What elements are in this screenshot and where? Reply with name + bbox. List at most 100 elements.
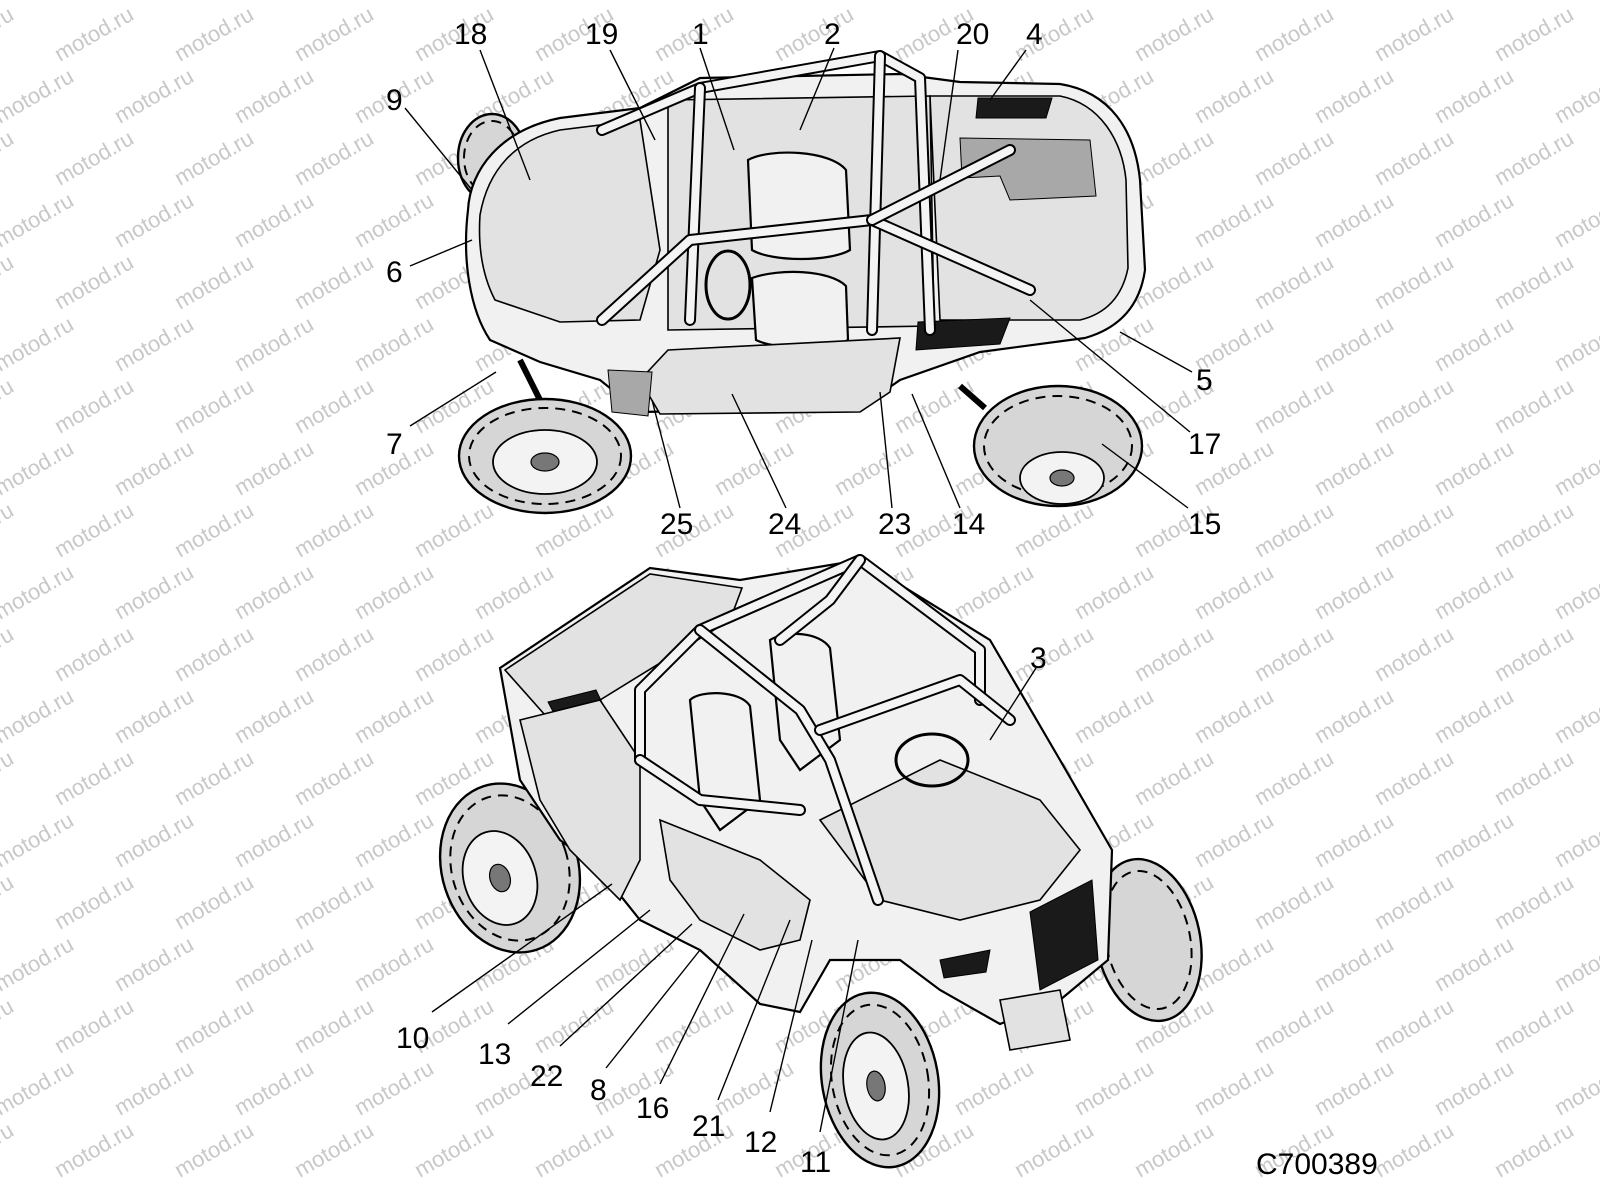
watermark: motod.ru — [1250, 125, 1338, 190]
callout-24: 24 — [768, 508, 801, 541]
callout-2: 2 — [824, 18, 841, 51]
watermark: motod.ru — [1370, 497, 1458, 562]
watermark: motod.ru — [0, 125, 18, 190]
watermark: motod.ru — [890, 373, 978, 438]
watermark: motod.ru — [1550, 311, 1600, 376]
watermark: motod.ru — [350, 187, 438, 252]
watermark: motod.ru — [1250, 621, 1338, 686]
callout-8: 8 — [590, 1074, 607, 1107]
callout-15: 15 — [1188, 508, 1221, 541]
watermark: motod.ru — [0, 559, 78, 624]
watermark: motod.ru — [1490, 869, 1578, 934]
top-side-decal — [915, 317, 1011, 351]
watermark: motod.ru — [50, 869, 138, 934]
watermark: motod.ru — [830, 435, 918, 500]
watermark: motod.ru — [1490, 1, 1578, 66]
watermark: motod.ru — [1310, 931, 1398, 996]
watermark: motod.ru — [110, 683, 198, 748]
watermark: motod.ru — [170, 1, 258, 66]
watermark: motod.ru — [410, 1117, 498, 1182]
callout-21: 21 — [692, 1110, 725, 1143]
watermark: motod.ru — [1010, 1, 1098, 66]
callout-18: 18 — [454, 18, 487, 51]
watermark: motod.ru — [710, 435, 798, 500]
watermark: motod.ru — [170, 125, 258, 190]
watermark: motod.ru — [410, 497, 498, 562]
watermark: motod.ru — [1370, 869, 1458, 934]
watermark: motod.ru — [230, 63, 318, 128]
watermark: motod.ru — [1070, 1055, 1158, 1120]
tire-top-front — [457, 397, 633, 515]
watermark: motod.ru — [1310, 683, 1398, 748]
figure-id: C700389 — [1256, 1148, 1378, 1181]
watermark: motod.ru — [350, 807, 438, 872]
watermark: motod.ru — [230, 683, 318, 748]
watermark: motod.ru — [1130, 745, 1218, 810]
watermark: motod.ru — [1490, 125, 1578, 190]
callout-13: 13 — [478, 1038, 511, 1071]
watermark: motod.ru — [230, 807, 318, 872]
iso-hood — [818, 759, 1082, 921]
watermark: motod.ru — [1190, 1055, 1278, 1120]
iso-front-bumper — [999, 989, 1071, 1051]
watermark: motod.ru — [290, 869, 378, 934]
watermark: motod.ru — [1370, 745, 1458, 810]
top-rear-decal — [975, 97, 1053, 119]
callouts-isometric-view: 3 10 13 22 8 16 21 12 11 — [396, 642, 1047, 1179]
watermark: motod.ru — [230, 187, 318, 252]
callout-19: 19 — [585, 18, 618, 51]
watermark: motod.ru — [290, 125, 378, 190]
watermark: motod.ru — [0, 993, 18, 1058]
callout-20: 20 — [956, 18, 989, 51]
watermark: motod.ru — [50, 1117, 138, 1182]
watermark: motod.ru — [170, 373, 258, 438]
watermark: motod.ru — [50, 1, 138, 66]
top-door-lower — [639, 337, 901, 415]
tire-iso-front-left — [819, 991, 941, 1169]
watermark: motod.ru — [410, 621, 498, 686]
watermark: motod.ru — [1370, 125, 1458, 190]
watermark: motod.ru — [950, 1055, 1038, 1120]
watermark: motod.ru — [170, 869, 258, 934]
watermark: motod.ru — [1490, 249, 1578, 314]
watermark: motod.ru — [290, 249, 378, 314]
iso-roll-cage — [634, 554, 1016, 906]
callout-5: 5 — [1196, 364, 1213, 397]
watermark: motod.ru — [1310, 187, 1398, 252]
watermark: motod.ru — [1490, 373, 1578, 438]
watermark: motod.ru — [0, 1117, 18, 1182]
top-seat-left — [746, 151, 852, 261]
top-hood-panel — [478, 119, 661, 323]
watermark: motod.ru — [110, 807, 198, 872]
watermark: motod.ru — [350, 1055, 438, 1120]
watermark: motod.ru — [1430, 311, 1518, 376]
callout-11: 11 — [800, 1146, 831, 1179]
watermark: motod.ru — [1430, 187, 1518, 252]
watermark: motod.ru — [110, 931, 198, 996]
tire-top-rear — [972, 384, 1144, 508]
leader-lines — [404, 47, 1193, 1133]
watermark: motod.ru — [1250, 1, 1338, 66]
callout-16: 16 — [636, 1092, 669, 1125]
watermark: motod.ru — [290, 745, 378, 810]
top-roll-cage — [596, 50, 1036, 336]
callout-14: 14 — [952, 508, 985, 541]
watermark: motod.ru — [0, 1, 18, 66]
top-seat-right — [750, 270, 850, 349]
watermark: motod.ru — [50, 745, 138, 810]
vehicle-isometric-view — [438, 554, 1203, 1169]
watermark: motod.ru — [1490, 497, 1578, 562]
watermark: motod.ru — [1430, 683, 1518, 748]
watermark: motod.ru — [0, 187, 78, 252]
watermark: motod.ru — [1250, 869, 1338, 934]
watermark: motod.ru — [1070, 559, 1158, 624]
callout-7: 7 — [386, 428, 403, 461]
watermark: motod.ru — [0, 311, 78, 376]
watermark: motod.ru — [1250, 249, 1338, 314]
tire-iso-rear-left — [438, 782, 582, 954]
callout-4: 4 — [1026, 18, 1043, 51]
watermark: motod.ru — [1550, 683, 1600, 748]
watermark: motod.ru — [0, 931, 78, 996]
iso-side-panel — [519, 699, 641, 902]
watermark: motod.ru — [230, 311, 318, 376]
